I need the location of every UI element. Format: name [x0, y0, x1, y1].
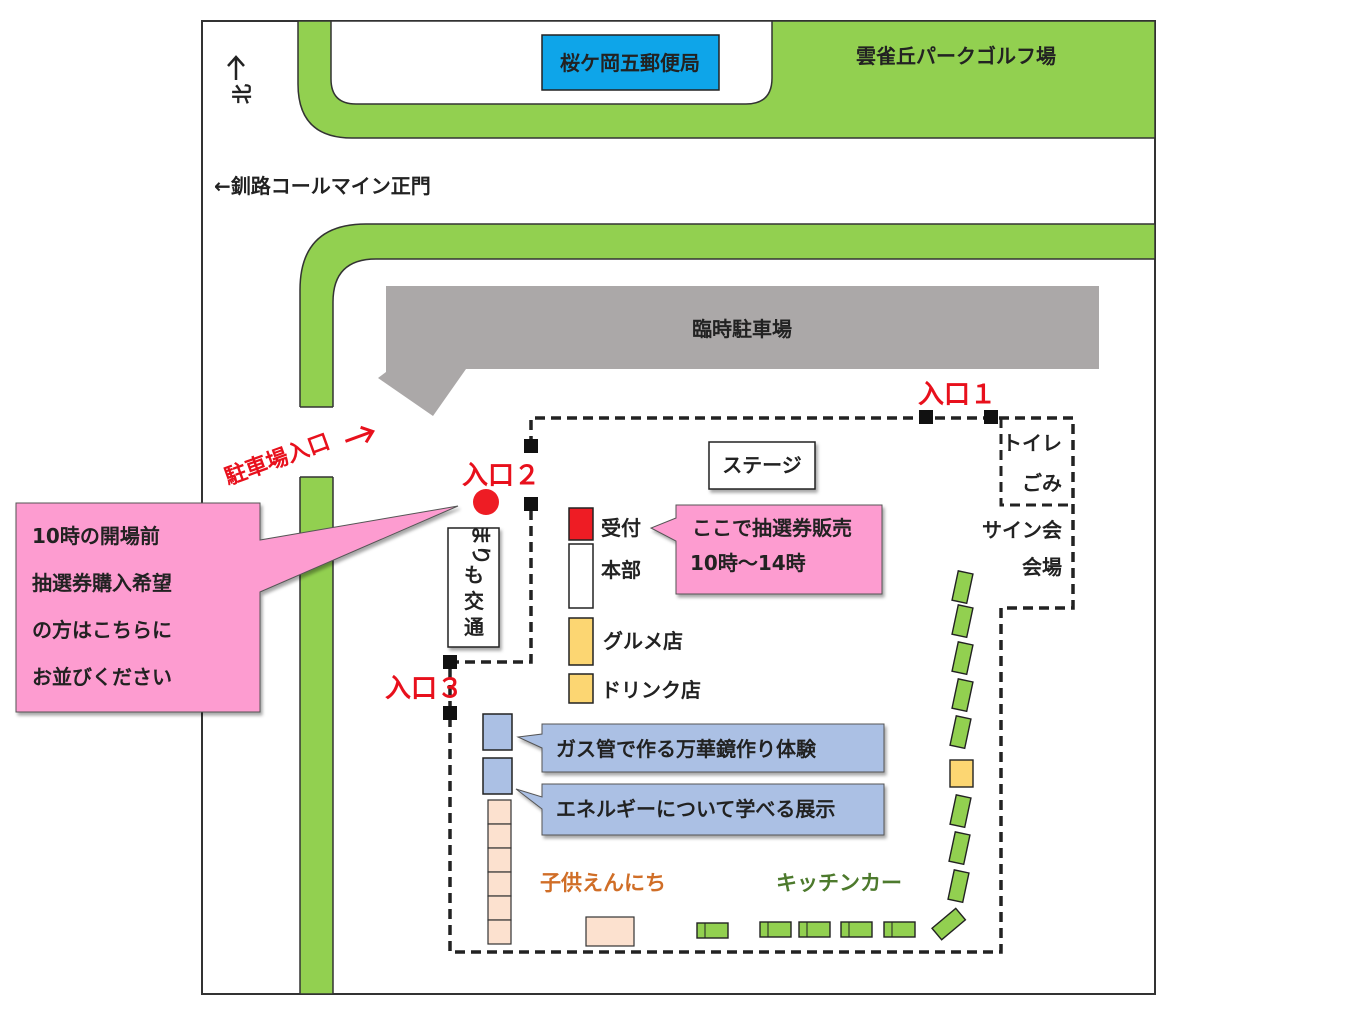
- marimo-kotsu-booth: [447, 527, 500, 648]
- south-green-strip: [299, 223, 1156, 995]
- post-office-box: [541, 34, 720, 91]
- marimo-kotsu-label-3: 交: [464, 589, 484, 613]
- yellow-stall-right: [949, 759, 974, 788]
- energy-label: エネルギーについて学べる展示: [556, 797, 835, 821]
- marimo-kotsu-label-2: も: [464, 563, 484, 587]
- stage-label: ステージ: [722, 453, 802, 477]
- queue-spot-marker: [473, 489, 499, 515]
- reception-label: 受付: [601, 516, 641, 540]
- lottery-callout-line2: 10時～14時: [690, 551, 806, 575]
- hq-label: 本部: [601, 558, 641, 582]
- parking-entrance-arrow-icon: [344, 425, 375, 444]
- entrance-1-label: 入口１: [918, 380, 996, 410]
- gourmet-booth: [568, 617, 594, 666]
- exhibit-booth-1: [482, 713, 513, 751]
- drink-booth: [568, 673, 594, 704]
- toilet-label: トイレ: [1002, 431, 1062, 455]
- drink-label: ドリンク店: [601, 678, 701, 702]
- kitchen-car-corner: [931, 907, 967, 941]
- sign-event-label-1: サイン会: [982, 518, 1062, 542]
- lottery-callout: [649, 504, 883, 595]
- hq-booth: [568, 543, 594, 609]
- parking-entrance-gap: [299, 407, 335, 477]
- entrance-posts: [443, 410, 998, 720]
- temporary-parking: [378, 286, 1099, 416]
- sign-event-label-2: 会場: [1022, 555, 1062, 579]
- entrance-2-label: 入口２: [462, 461, 540, 491]
- trash-label: ごみ: [1022, 471, 1062, 495]
- reception-booth: [568, 507, 594, 541]
- golf-label: 雲雀丘パークゴルフ場: [856, 44, 1056, 68]
- queue-callout: [15, 502, 459, 713]
- north-arrow-icon: [227, 55, 245, 80]
- compass-label: 北: [230, 84, 254, 104]
- kitchen-car-cabs-bottom: [704, 922, 893, 938]
- queue-callout-line2: 抽選券購入希望: [32, 571, 172, 595]
- stage-box: [708, 441, 816, 490]
- queue-callout-line4: お並びください: [32, 665, 172, 689]
- parking-label: 臨時駐車場: [692, 317, 792, 341]
- kitchen-cars-right: [947, 570, 974, 904]
- queue-callout-line3: の方はこちらに: [32, 618, 172, 642]
- kids-festival-stalls: [487, 799, 512, 945]
- gas-pipe-callout: [516, 723, 885, 773]
- entrance-3-label: 入口３: [385, 674, 463, 704]
- exhibit-booth-2: [482, 757, 513, 795]
- main-gate-label: ←釧路コールマイン正門: [214, 174, 431, 198]
- post-office-label: 桜ケ岡五郵便局: [560, 51, 700, 75]
- kids-festival-booth: [585, 916, 635, 947]
- kitchen-car-label: キッチンカー: [776, 871, 902, 895]
- lottery-callout-line1: ここで抽選券販売: [692, 516, 852, 540]
- toilet-area: [999, 418, 1073, 507]
- energy-callout: [515, 783, 885, 836]
- kids-festival-label: 子供えんにち: [540, 871, 666, 895]
- marimo-kotsu-label-1: まり: [469, 525, 493, 565]
- queue-callout-line1: 10時の開場前: [32, 524, 160, 548]
- venue-boundary: [448, 416, 1075, 954]
- gas-pipe-label: ガス管で作る万華鏡作り体験: [556, 737, 817, 761]
- marimo-kotsu-label-4: 通: [464, 615, 484, 639]
- gourmet-label: グルメ店: [603, 629, 683, 653]
